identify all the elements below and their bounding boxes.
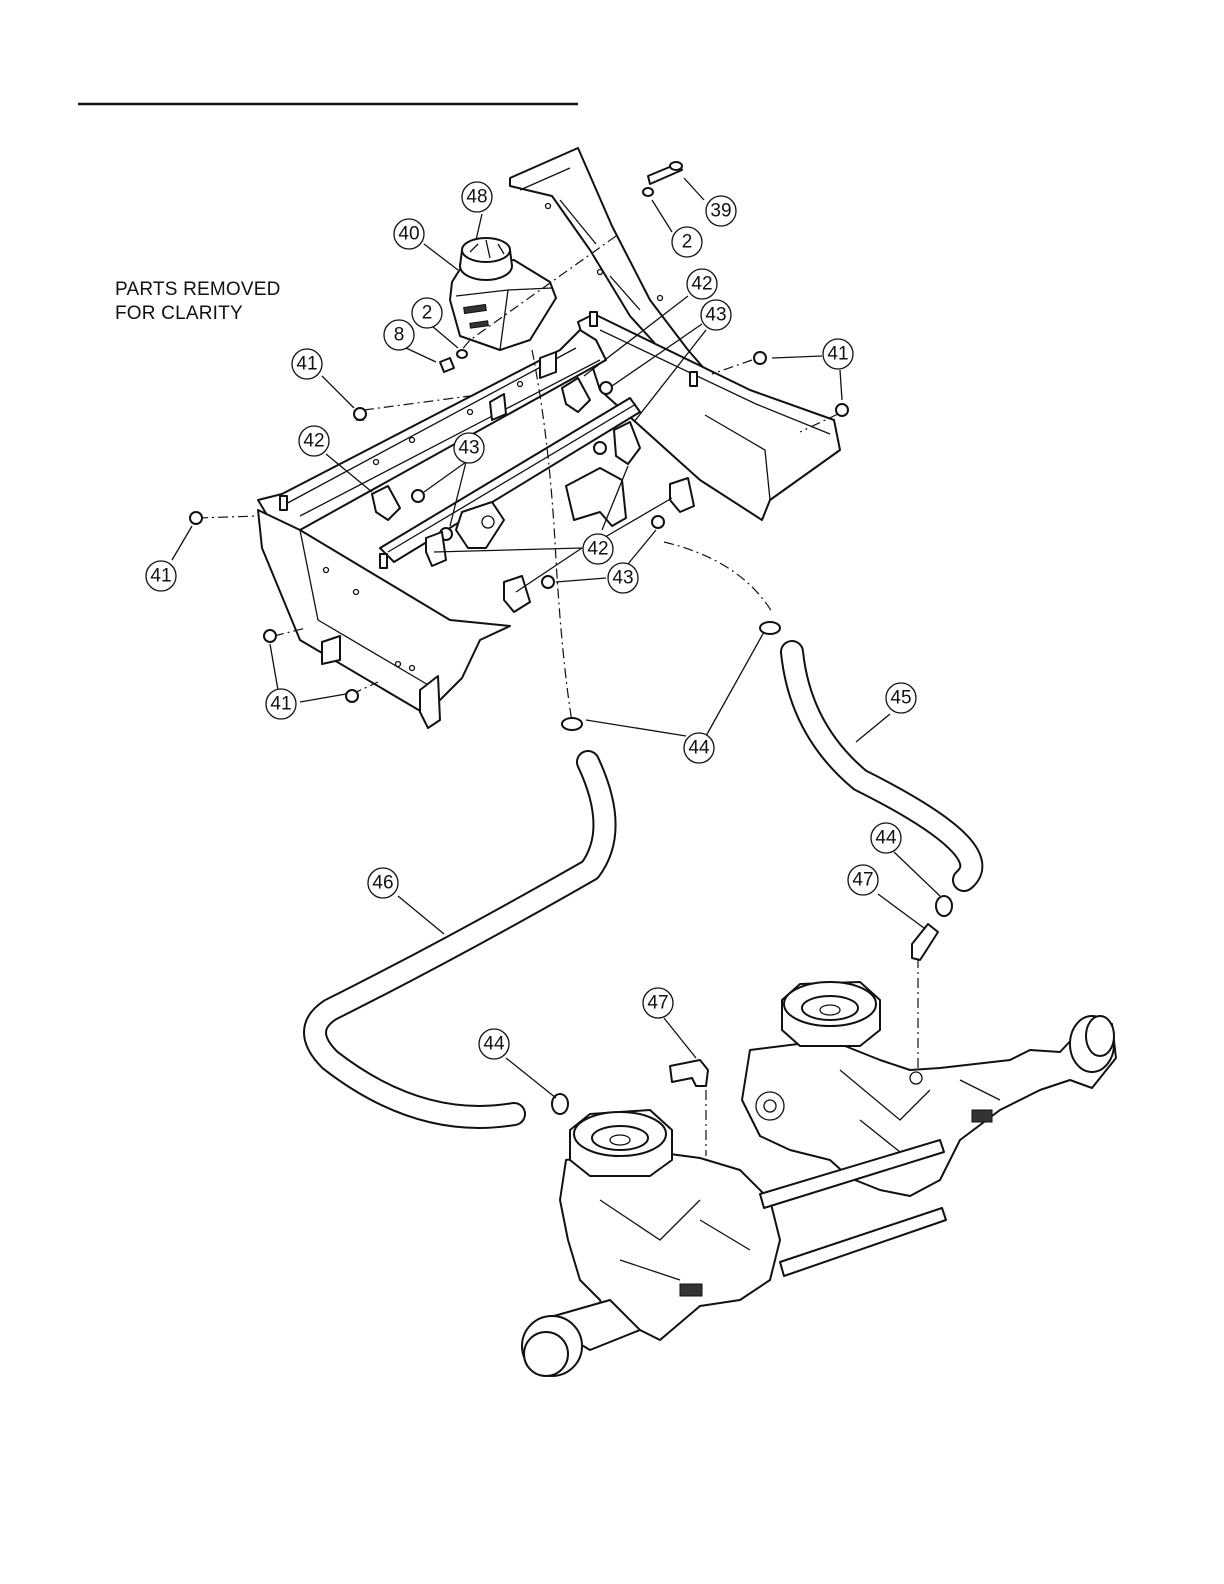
callout-43-middle: 43 (608, 563, 638, 593)
svg-text:43: 43 (458, 438, 479, 459)
svg-text:48: 48 (466, 187, 487, 208)
frame-assembly (258, 148, 840, 728)
svg-text:47: 47 (852, 870, 873, 891)
svg-text:2: 2 (682, 232, 693, 253)
svg-text:39: 39 (710, 201, 731, 222)
callout-40: 40 (394, 219, 424, 249)
callout-42-middle: 42 (583, 534, 613, 564)
svg-text:44: 44 (875, 828, 897, 849)
svg-text:41: 41 (296, 354, 317, 375)
callout-41-left-top: 41 (292, 349, 322, 379)
svg-text:42: 42 (691, 274, 712, 295)
callout-47-left: 47 (643, 988, 673, 1018)
callout-41-right: 41 (823, 339, 853, 369)
callout-39: 39 (706, 196, 736, 226)
callout-2-reservoir: 2 (412, 298, 442, 328)
callout-48: 48 (462, 182, 492, 212)
transaxle-right (742, 982, 1116, 1196)
svg-text:44: 44 (483, 1034, 505, 1055)
callout-43-left: 43 (454, 433, 484, 463)
svg-text:42: 42 (587, 539, 608, 560)
svg-text:41: 41 (270, 694, 291, 715)
callout-42-top: 42 (687, 269, 717, 299)
svg-text:40: 40 (398, 224, 419, 245)
svg-text:41: 41 (827, 344, 848, 365)
callout-44-left: 44 (479, 1029, 509, 1059)
callout-42-left: 42 (299, 426, 329, 456)
svg-text:8: 8 (394, 325, 405, 346)
svg-text:41: 41 (150, 566, 171, 587)
callout-8: 8 (384, 320, 414, 350)
callout-44-right: 44 (871, 823, 901, 853)
callout-43-top: 43 (701, 300, 731, 330)
svg-text:46: 46 (372, 873, 393, 894)
svg-text:47: 47 (647, 993, 668, 1014)
svg-text:2: 2 (422, 303, 433, 324)
svg-text:44: 44 (688, 738, 710, 759)
callout-45: 45 (886, 683, 916, 713)
callout-47-right: 47 (848, 865, 878, 895)
hose-46 (315, 762, 605, 1117)
svg-text:43: 43 (705, 305, 726, 326)
svg-text:43: 43 (612, 568, 633, 589)
svg-text:45: 45 (890, 688, 911, 709)
callout-41-bottom: 41 (266, 689, 296, 719)
transaxle-left (522, 1110, 780, 1376)
reservoir-cap (460, 238, 512, 280)
callout-46: 46 (368, 868, 398, 898)
callout-leaders (172, 178, 940, 1098)
callout-2-top: 2 (672, 227, 702, 257)
callout-41-far-left: 41 (146, 561, 176, 591)
svg-text:42: 42 (303, 431, 324, 452)
callout-44-middle: 44 (684, 733, 714, 763)
